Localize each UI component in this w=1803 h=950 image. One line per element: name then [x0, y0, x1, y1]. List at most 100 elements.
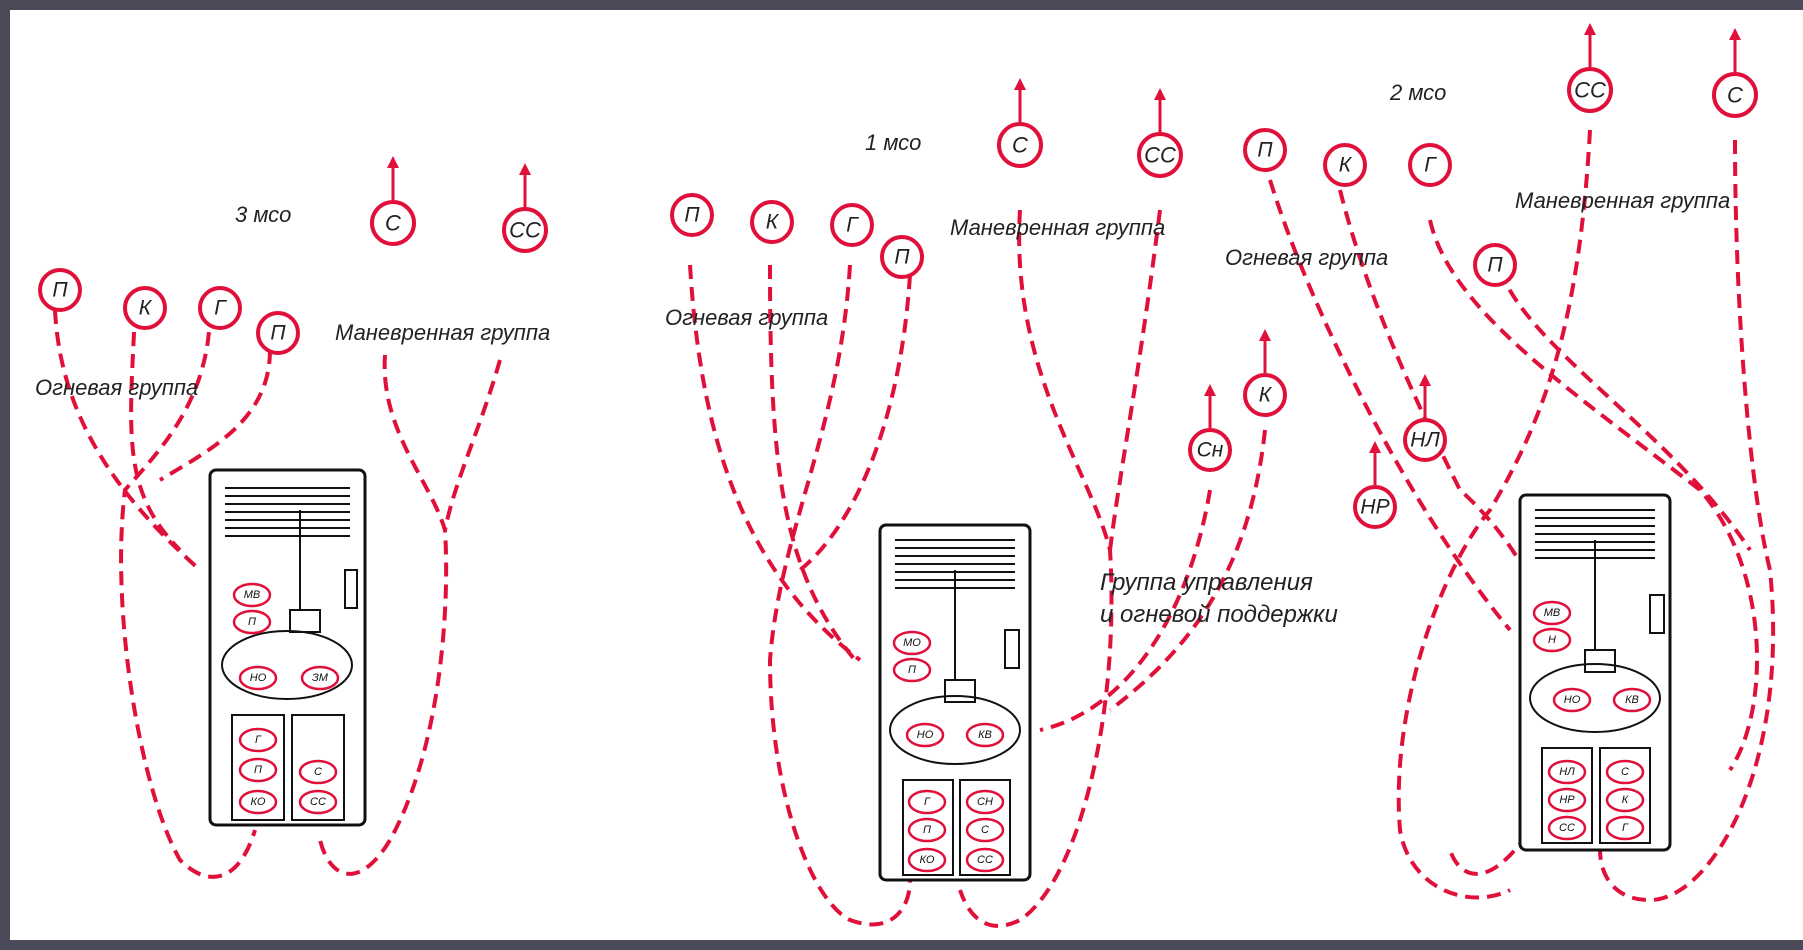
route-path [1268, 179, 1512, 632]
seat-badge: МО [892, 630, 932, 656]
seat-badge: П [232, 609, 272, 635]
seat-badge: Н [1532, 627, 1572, 653]
soldier-symbol-icon: Г [1408, 143, 1452, 187]
symbol-label: СС [509, 218, 541, 243]
route-path [767, 264, 912, 927]
soldier-symbol-icon: НЛ [1403, 374, 1447, 462]
route-path [1108, 429, 1267, 712]
seat-label: КО [251, 796, 266, 808]
seat-label: П [908, 664, 916, 676]
route-path [443, 359, 502, 531]
seat-label: НО [250, 672, 267, 684]
soldier-symbol-icon: П [1473, 243, 1517, 287]
seat-label: НР [1559, 794, 1575, 806]
seat-badge: С [1605, 759, 1645, 785]
seat-badge: НО [905, 722, 945, 748]
soldier-symbol-icon: П [1243, 128, 1287, 172]
seat-label: Г [255, 734, 262, 746]
seat-badge: С [965, 817, 1005, 843]
bmp-vehicle [208, 468, 367, 827]
title-1mso: 1 мсо [865, 130, 921, 155]
symbol-label: П [1487, 254, 1503, 277]
seat-label: С [314, 766, 322, 778]
symbol-label: К [766, 211, 780, 234]
maneuver-label-2mso: Маневренная группа [1515, 188, 1730, 213]
soldier-symbol-icon: Г [198, 286, 242, 330]
seat-badge: НЛ [1547, 759, 1587, 785]
soldier-symbol-icon: П [880, 235, 924, 279]
symbol-label: НЛ [1410, 429, 1440, 452]
seat-label: ЗМ [312, 672, 329, 684]
symbol-label: СС [1574, 78, 1606, 103]
seat-badge: Г [907, 789, 947, 815]
seat-label: НО [917, 729, 934, 741]
symbol-label: С [1012, 133, 1028, 158]
symbol-label: НР [1360, 496, 1389, 519]
symbol-label: П [894, 246, 910, 269]
seat-label: П [248, 616, 256, 628]
soldier-symbol-icon: К [123, 286, 167, 330]
fire-label-3mso: Огневая группа [35, 375, 198, 400]
seat-badge: НО [1552, 687, 1592, 713]
route-path [958, 209, 1114, 928]
seat-label: С [1621, 766, 1629, 778]
seat-badge: КО [238, 789, 278, 815]
seat-badge: СН [965, 789, 1005, 815]
route-path [768, 264, 857, 662]
seat-label: КВ [1625, 694, 1639, 706]
seat-badge: КВ [1612, 687, 1652, 713]
seat-badge: С [298, 759, 338, 785]
bmp-vehicle [878, 523, 1032, 882]
route-path [53, 309, 202, 572]
seat-label: Н [1548, 634, 1556, 646]
maneuver-label-1mso: Маневренная группа [950, 215, 1165, 240]
seat-label: МВ [244, 589, 261, 601]
soldier-symbol-icon: К [1323, 143, 1367, 187]
symbol-label: Г [846, 214, 859, 237]
soldier-symbol-icon: К [1243, 329, 1287, 417]
soldier-symbol-icon: СС [502, 163, 548, 253]
seat-badge: Г [238, 727, 278, 753]
route-path [129, 309, 182, 552]
seat-label: СН [977, 796, 993, 808]
seat-label: СС [977, 854, 993, 866]
route-path [688, 264, 862, 662]
soldier-symbol-icon: П [38, 268, 82, 312]
fire-label-1mso: Огневая группа [665, 305, 828, 330]
seat-label: С [981, 824, 989, 836]
title-3mso: 3 мсо [235, 202, 291, 227]
title-2mso: 2 мсо [1389, 80, 1446, 105]
soldier-symbol-icon: К [750, 200, 794, 244]
symbol-label: Г [214, 297, 227, 320]
symbol-label: С [385, 211, 401, 236]
route-path [1598, 139, 1776, 903]
seat-badge: МВ [1532, 600, 1572, 626]
symbol-label: П [270, 322, 286, 345]
route-path [1108, 209, 1162, 551]
fire-label-2mso: Огневая группа [1225, 245, 1388, 270]
seat-badge: П [907, 817, 947, 843]
seat-badge: К [1605, 787, 1645, 813]
soldier-symbol-icon: Г [830, 203, 874, 247]
symbol-label: Сн [1197, 439, 1224, 462]
route-path [1498, 269, 1752, 552]
seat-label: МО [903, 637, 921, 649]
seat-badge: МВ [232, 582, 272, 608]
seat-badge: КО [907, 847, 947, 873]
soldier-symbol-icon: С [997, 78, 1043, 168]
control-group-label-line1: Группа управления [1100, 569, 1313, 596]
route-path [158, 349, 272, 482]
soldier-symbol-icon: НР [1353, 441, 1397, 529]
soldier-symbol-icon: СС [1567, 23, 1613, 113]
symbol-label: Г [1424, 154, 1437, 177]
seat-label: СС [310, 796, 326, 808]
symbol-label: К [139, 297, 153, 320]
symbol-label: П [1257, 139, 1273, 162]
seat-label: МВ [1544, 607, 1561, 619]
seat-label: П [254, 764, 262, 776]
